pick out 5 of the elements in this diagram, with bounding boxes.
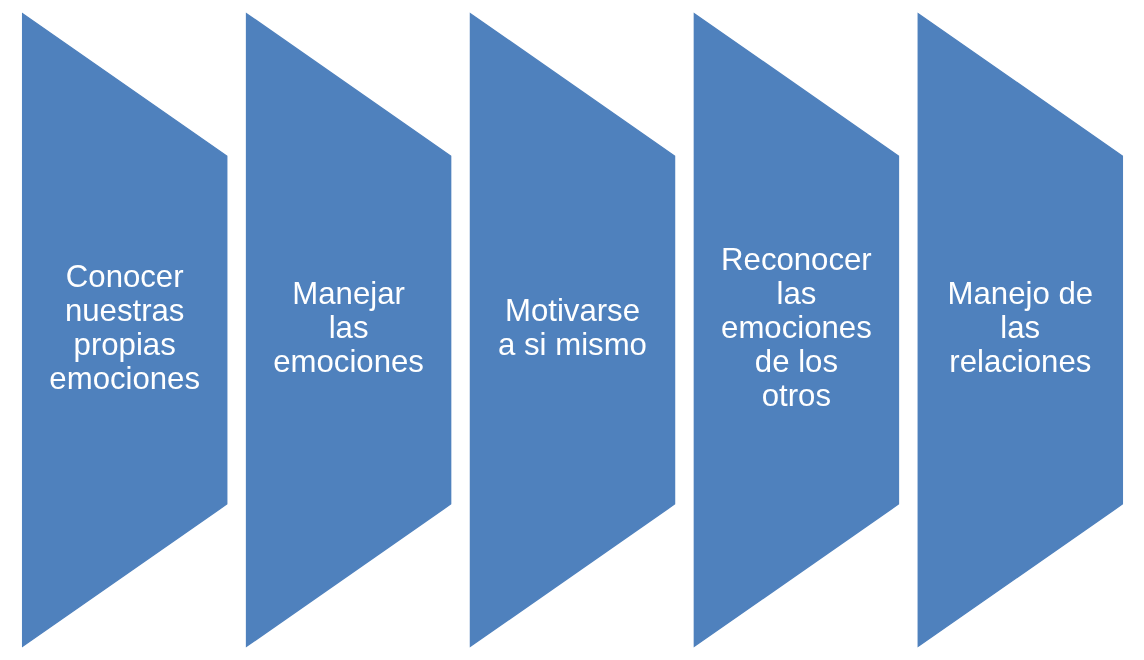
node-box: Conocer nuestras propias emociones — [21, 12, 227, 648]
node-box: Reconocer las emociones de los otros — [693, 12, 899, 648]
node-box: Manejo de las relaciones — [917, 12, 1123, 648]
node-box: Motivarse a si mismo — [469, 12, 675, 648]
node-box: Manejar las emociones — [245, 12, 451, 648]
